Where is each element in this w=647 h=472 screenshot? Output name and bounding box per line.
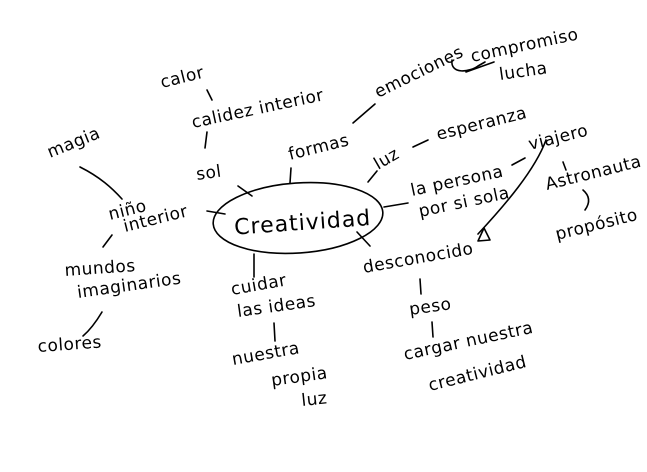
node-proposito: propósito — [553, 205, 639, 245]
node-lucha: lucha — [498, 58, 549, 85]
connector-astronauta-proposito — [582, 189, 590, 211]
node-peso: peso — [408, 294, 453, 320]
node-nuestra: nuestra — [230, 338, 301, 370]
connector-emociones-compromiso — [451, 59, 486, 72]
node-luz-2: luz — [300, 388, 328, 411]
node-propia: propia — [270, 363, 329, 391]
connector-magia-nino — [79, 166, 123, 200]
connector-emociones-lucha — [465, 61, 495, 73]
arrowhead — [477, 227, 491, 242]
connector-nino-center — [206, 210, 226, 215]
central-ellipse — [212, 181, 384, 255]
node-desconocido: desconocido — [361, 239, 475, 278]
connector-calor-calidez — [206, 89, 213, 101]
connector-cuidar-nuestra — [273, 322, 276, 342]
arrow-viajero-desconocido — [477, 139, 547, 235]
connector-sol-center — [237, 185, 253, 197]
node-creatividad: creatividad — [426, 352, 528, 396]
connectors — [79, 59, 590, 342]
node-emociones: emociones — [371, 42, 466, 102]
node-mundos: mundos — [64, 256, 136, 281]
node-esperanza: esperanza — [434, 103, 529, 145]
connector-desconocido-peso — [419, 278, 422, 295]
connector-luz-center — [367, 170, 378, 183]
connector-mundos-colores — [82, 311, 103, 337]
node-astronauta: Astronauta — [543, 152, 643, 195]
node-magia: magia — [44, 123, 103, 162]
node-formas: formas — [286, 130, 351, 164]
node-viajero: viajero — [526, 121, 590, 155]
connector-formas-center — [289, 167, 292, 184]
connector-viajero-astronauta — [562, 161, 567, 171]
node-calidez-interior: calidez interior — [190, 85, 326, 133]
node-calor: calor — [158, 63, 206, 93]
node-colores: colores — [37, 333, 103, 357]
node-luz: luz — [371, 144, 403, 174]
connector-desconocido-center — [356, 231, 371, 247]
connector-nino-mundos — [102, 234, 113, 248]
connector-persona-viajero — [511, 157, 526, 166]
connector-peso-cargar — [431, 321, 434, 338]
central-label: Creatividad — [233, 206, 372, 241]
connector-luz-esperanza — [412, 139, 429, 148]
connector-calidez-sol — [204, 131, 208, 149]
connector-persona-center — [383, 202, 409, 208]
connector-formas-emociones — [352, 103, 376, 124]
node-sol: sol — [195, 162, 223, 185]
